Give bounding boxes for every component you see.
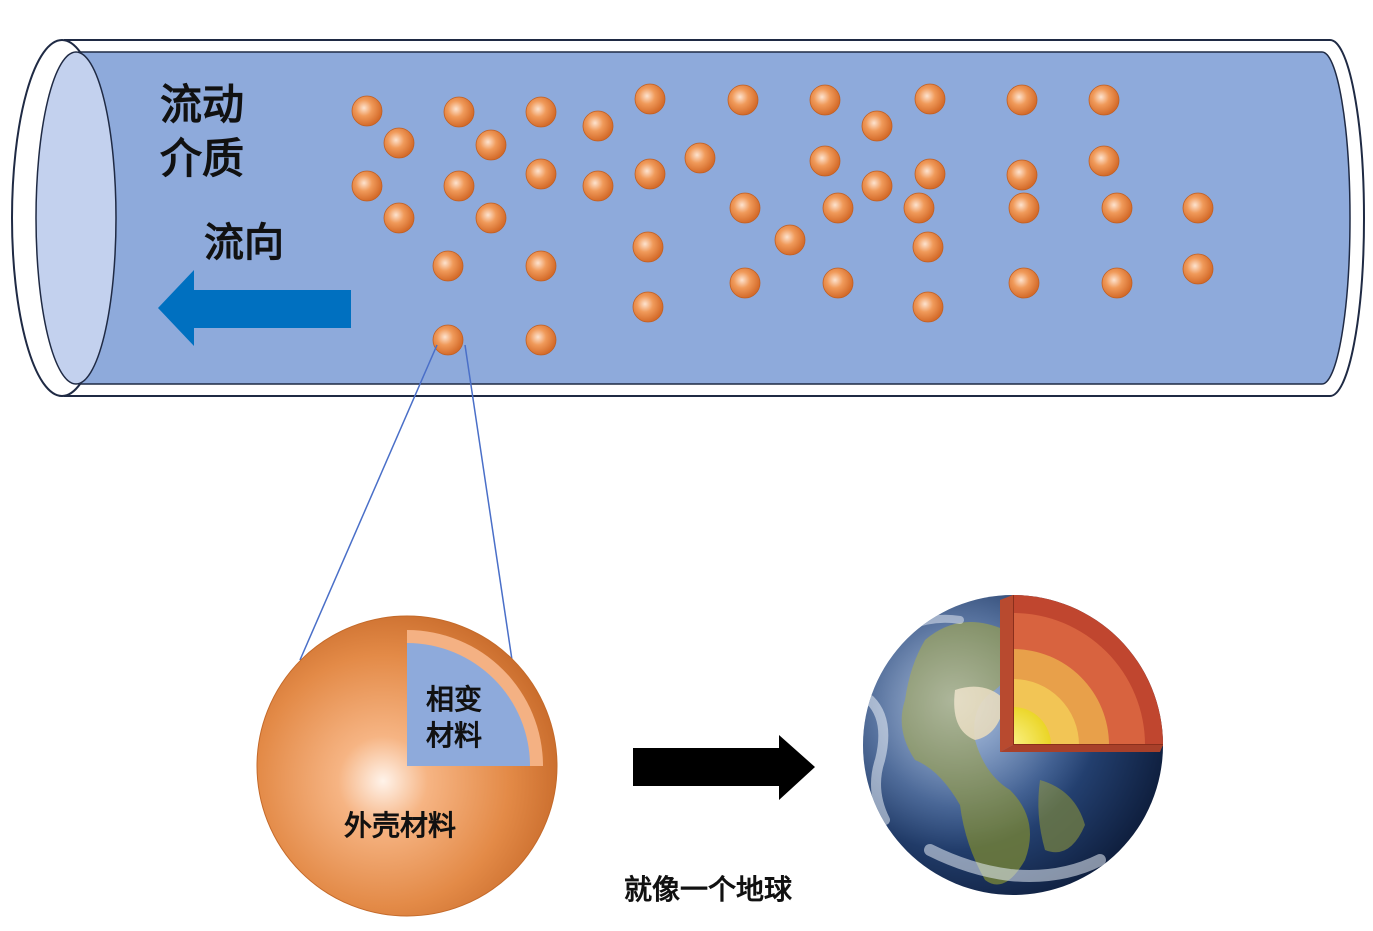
shell-label: 外壳材料	[344, 809, 457, 842]
zoom-line-right	[464, 344, 513, 661]
particle	[432, 324, 464, 356]
zoom-line-left	[299, 344, 438, 661]
particle	[432, 250, 464, 282]
particle	[1088, 84, 1120, 116]
left-arrow-icon	[158, 270, 351, 346]
capsule-core	[407, 643, 530, 766]
particle	[861, 170, 893, 202]
earth-cutaway-icon	[863, 595, 1163, 895]
particle	[912, 291, 944, 323]
particle	[475, 202, 507, 234]
particle	[729, 267, 761, 299]
particle	[582, 170, 614, 202]
particle	[903, 192, 935, 224]
particle	[1088, 145, 1120, 177]
particle	[525, 250, 557, 282]
medium-label-line2: 介质	[160, 134, 245, 183]
particle	[351, 170, 383, 202]
particle	[383, 202, 415, 234]
earth-analogy-label: 就像一个地球	[624, 873, 793, 906]
right-arrow-icon	[633, 735, 815, 800]
particle	[1101, 267, 1133, 299]
medium-label: 流动 介质	[160, 78, 270, 186]
particle	[351, 95, 383, 127]
particle	[582, 110, 614, 142]
particle	[684, 142, 716, 174]
particle	[632, 291, 664, 323]
particle	[525, 324, 557, 356]
particle	[1008, 267, 1040, 299]
particle	[634, 83, 666, 115]
particle	[1006, 84, 1038, 116]
particle	[1182, 192, 1214, 224]
particle	[632, 231, 664, 263]
particle	[443, 96, 475, 128]
particle	[809, 145, 841, 177]
particle	[822, 267, 854, 299]
particle	[475, 129, 507, 161]
particle	[443, 170, 475, 202]
particle	[861, 110, 893, 142]
microcapsule	[256, 615, 558, 917]
core-label-line2: 材料	[426, 719, 483, 752]
particle	[525, 158, 557, 190]
core-label: 相变 材料	[426, 682, 496, 754]
particle	[914, 83, 946, 115]
particle	[525, 96, 557, 128]
pipe-end-inner	[35, 51, 117, 385]
particle	[729, 192, 761, 224]
particle	[822, 192, 854, 224]
particle	[914, 158, 946, 190]
particle	[1101, 192, 1133, 224]
particle	[912, 231, 944, 263]
particle	[1182, 253, 1214, 285]
particle	[634, 158, 666, 190]
particle	[1008, 192, 1040, 224]
particle	[774, 224, 806, 256]
particle	[383, 127, 415, 159]
core-label-line1: 相变	[426, 683, 483, 716]
particles	[351, 83, 1214, 356]
particle	[1006, 159, 1038, 191]
flow-direction-label: 流向	[204, 220, 284, 266]
particle	[809, 84, 841, 116]
medium-label-line1: 流动	[160, 80, 245, 129]
particle	[727, 84, 759, 116]
